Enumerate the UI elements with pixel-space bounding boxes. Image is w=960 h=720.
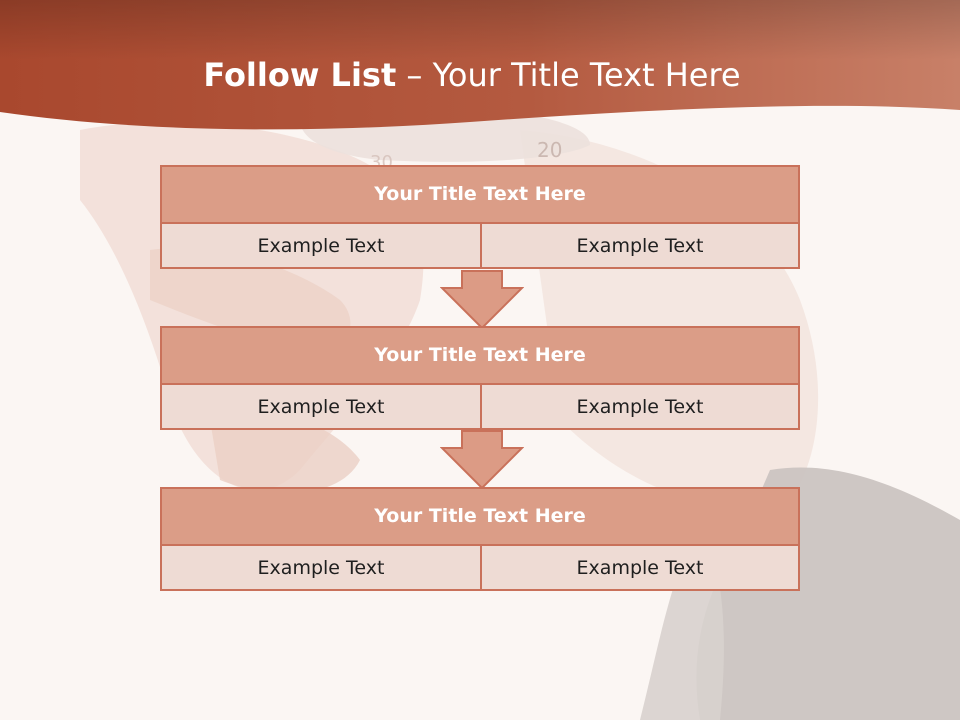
down-arrow-icon [440,430,524,490]
title-rest: – Your Title Text Here [406,56,741,94]
block-cell-left: Example Text [162,224,482,269]
title-bold: Follow List [203,56,397,94]
block-cell-right: Example Text [576,557,704,579]
svg-text:20: 20 [537,138,562,162]
block-title: Your Title Text Here [162,167,798,224]
block-cell-right: Example Text [576,235,704,257]
list-block-1: Your Title Text Here Example Text Exampl… [160,165,800,269]
block-title: Your Title Text Here [162,328,798,385]
block-cell-left: Example Text [162,385,482,430]
block-cell-left: Example Text [162,546,482,591]
down-arrow-icon [440,270,524,330]
list-block-3: Your Title Text Here Example Text Exampl… [160,487,800,591]
block-title: Your Title Text Here [162,489,798,546]
slide-title: Follow List – Your Title Text Here [0,56,944,94]
block-cell-right: Example Text [576,396,704,418]
list-block-2: Your Title Text Here Example Text Exampl… [160,326,800,430]
